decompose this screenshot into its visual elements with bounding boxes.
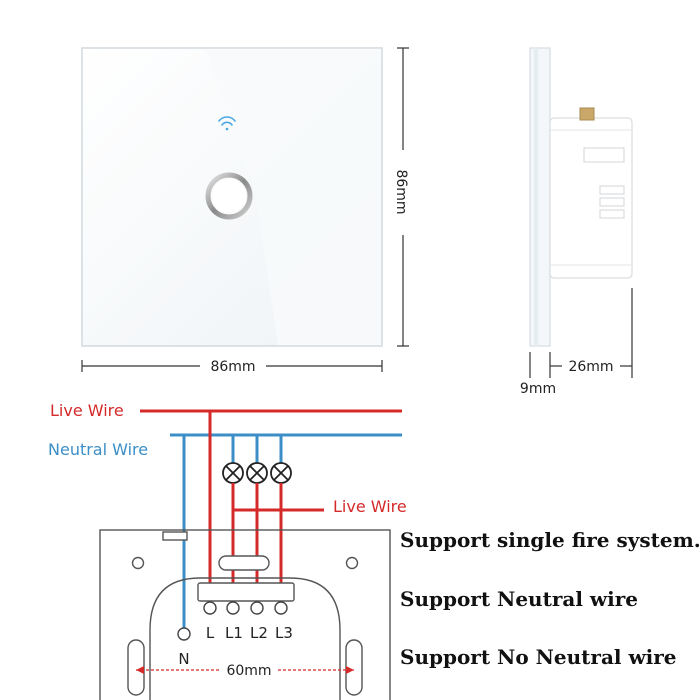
back-box — [99, 529, 391, 700]
terminal-label-l1: L1 — [225, 624, 243, 642]
terminal-label-l3: L3 — [275, 624, 293, 642]
lamp-icon — [246, 462, 268, 484]
live-wire-label: Live Wire — [50, 401, 124, 420]
terminal-label-l: L — [206, 624, 215, 642]
support-note-single-fire: Support single fire system. — [400, 528, 700, 552]
mount-distance-label: 60mm — [226, 663, 271, 679]
terminal-label-l2: L2 — [250, 624, 268, 642]
lamp-icon — [270, 462, 292, 484]
support-note-no-neutral: Support No Neutral wire — [400, 645, 677, 669]
width-dimension — [81, 360, 383, 372]
terminal-screws — [177, 601, 288, 641]
wifi-icon — [218, 116, 236, 131]
lamp-icon — [222, 462, 244, 484]
front-panel — [81, 47, 383, 347]
neutral-wire-label: Neutral Wire — [48, 440, 148, 459]
height-dimension — [397, 47, 409, 347]
touch-button-icon[interactable] — [205, 172, 253, 220]
mount-distance-dimension — [136, 666, 354, 674]
plate-dimension-label: 9mm — [520, 381, 556, 397]
support-note-neutral: Support Neutral wire — [400, 587, 638, 611]
load-live-wire-label: Live Wire — [333, 497, 407, 516]
depth-dimension-label: 26mm — [568, 359, 613, 375]
terminal-label-n: N — [178, 650, 189, 668]
depth-dimension — [529, 288, 633, 378]
side-view — [529, 47, 633, 347]
width-dimension-label: 86mm — [210, 359, 255, 375]
height-dimension-label: 86mm — [393, 169, 409, 214]
